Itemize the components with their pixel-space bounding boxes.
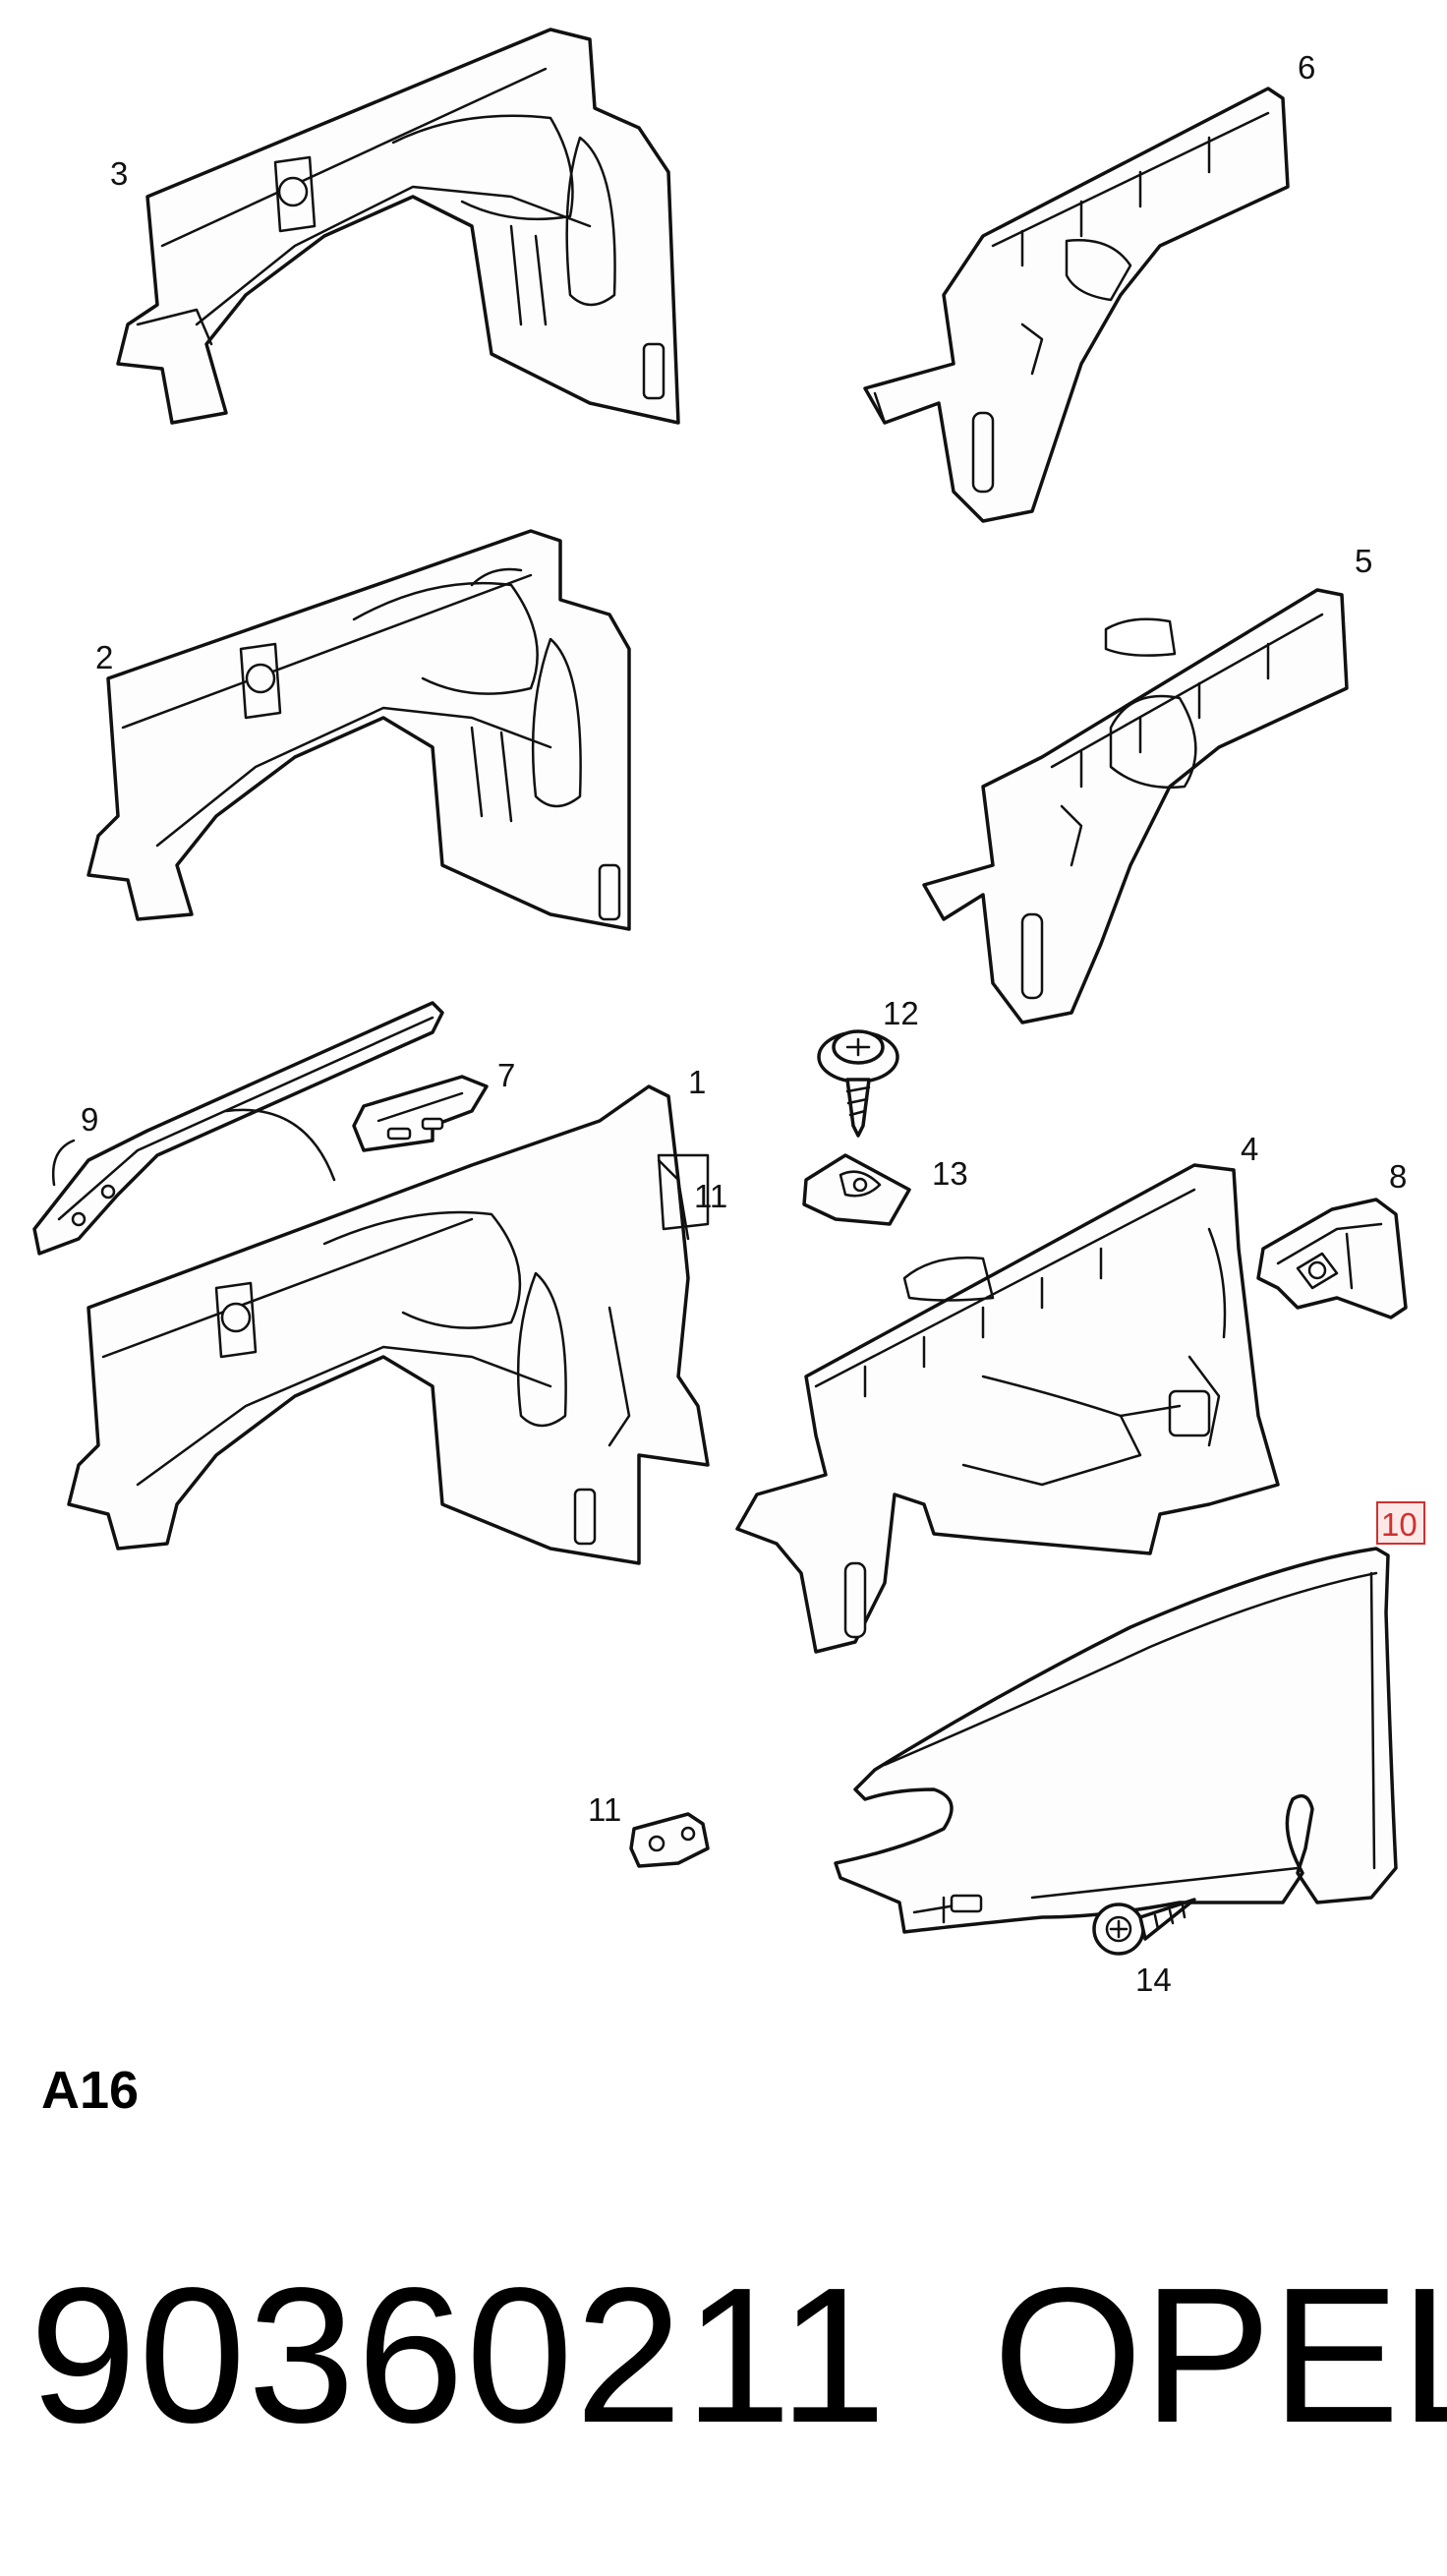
callout-6: 6: [1298, 49, 1315, 86]
brand-name: OPEL: [993, 2248, 1447, 2463]
part-1-wheelhouse-assembly[interactable]: [67, 1084, 710, 1565]
part-4-wheelhouse-side-member[interactable]: [735, 1163, 1280, 1654]
callout-1: 1: [688, 1064, 706, 1100]
callout-10: 10: [1381, 1506, 1418, 1543]
part-8-bracket[interactable]: [1256, 1198, 1408, 1319]
callout-13: 13: [932, 1155, 968, 1192]
callout-14: 14: [1135, 1961, 1172, 1998]
callout-5: 5: [1355, 543, 1372, 579]
part-11-bracket[interactable]: [629, 1812, 710, 1868]
part-2-wheelhouse-panel[interactable]: [87, 529, 631, 931]
callout-2: 2: [95, 639, 113, 675]
part-6-side-member[interactable]: [863, 87, 1290, 523]
part-9-fender-rail[interactable]: [32, 1001, 444, 1256]
part-14-screw[interactable]: [1092, 1898, 1196, 1956]
callout-3: 3: [110, 155, 128, 192]
callout-10-highlight: [1376, 1501, 1425, 1545]
parts-diagram: 3 6 2 5: [32, 28, 1425, 1998]
part-7-bracket[interactable]: [352, 1075, 489, 1152]
part-12-screw[interactable]: [817, 1029, 899, 1138]
callout-7: 7: [497, 1057, 515, 1093]
callout-11: 11: [588, 1791, 621, 1828]
callout-9: 9: [81, 1101, 98, 1138]
callout-12: 12: [883, 995, 919, 1031]
part-10-front-fender[interactable]: [834, 1547, 1398, 1934]
part-3-wheelhouse-panel[interactable]: [116, 28, 680, 425]
part-13-clip-nut[interactable]: [802, 1153, 911, 1226]
section-label: A16: [41, 2061, 140, 2120]
callout-4: 4: [1241, 1131, 1258, 1167]
callout-8: 8: [1389, 1158, 1407, 1195]
part-number: 90360211: [29, 2248, 889, 2463]
part-5-side-member[interactable]: [922, 588, 1349, 1025]
callout-11-inset: 11: [694, 1178, 727, 1214]
